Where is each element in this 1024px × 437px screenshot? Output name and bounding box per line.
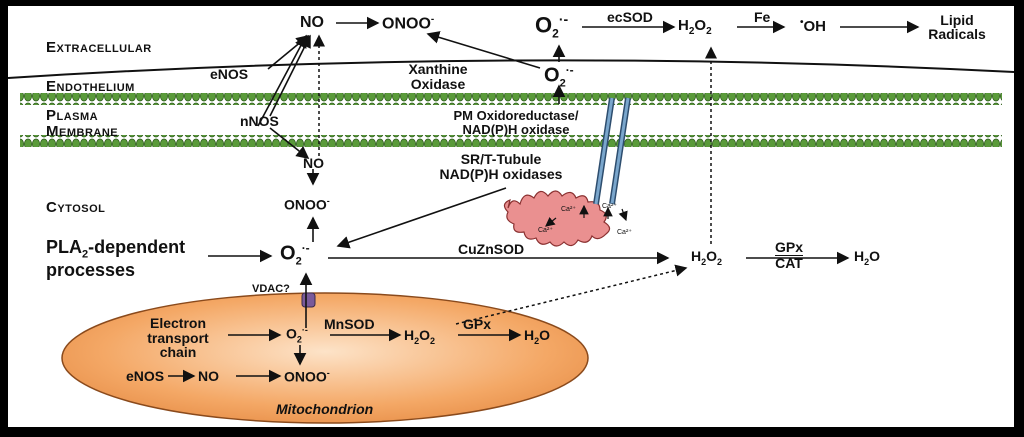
h2o2-extracellular: H2O2 <box>678 17 712 37</box>
vdac-label: VDAC? <box>252 283 290 295</box>
membrane-upper-layer <box>20 93 1002 105</box>
no-mito: NO <box>198 368 219 384</box>
ca-label-1: Ca²⁺ <box>561 206 576 213</box>
cuznsod-label: CuZnSOD <box>458 241 525 257</box>
superoxide-endothelial: O2·- <box>544 63 574 90</box>
peroxynitrite-cytosol: ONOO- <box>284 196 330 213</box>
diagram-panel: Extracellular Endothelium Plasma Membran… <box>8 6 1014 427</box>
gpx-mito-label: GPx <box>463 316 492 332</box>
superoxide-cytosol: O2·- <box>280 241 310 268</box>
h2o-cytosol: H2O <box>854 248 881 267</box>
peroxynitrite-mito: ONOO- <box>284 368 330 385</box>
h2o-mito: H2O <box>524 327 551 346</box>
peroxynitrite-extracellular: ONOO- <box>382 14 435 33</box>
ecsod-label: ecSOD <box>607 9 653 25</box>
diagram-graphics <box>8 16 1014 424</box>
pm-oxidoreductase: PM Oxidoreductase/NAD(P)H oxidase <box>453 108 579 138</box>
nnos-label: nNOS <box>240 113 279 129</box>
extracellular-label: Extracellular <box>46 39 152 56</box>
ca-label-4: Ca²⁺ <box>617 229 632 236</box>
cytosol-label: Cytosol <box>46 199 106 216</box>
mitochondrion-shape <box>61 292 589 424</box>
mitochondrion-label: Mitochondrion <box>276 401 374 417</box>
endothelium-boundary <box>8 59 1014 79</box>
superoxide-mito: O2·- <box>286 325 308 345</box>
no-cytosol: NO <box>303 155 324 171</box>
plasma-label: Plasma <box>46 107 99 124</box>
ca-label-3: Ca²⁺ <box>538 227 553 234</box>
superoxide-extracellular: O2·- <box>535 11 569 41</box>
ca-label-2: Ca²⁺ <box>602 203 617 210</box>
h2o2-cytosol: H2O2 <box>691 248 723 267</box>
membrane-label: Membrane <box>46 123 119 140</box>
membrane-lower-layer <box>20 135 1002 147</box>
no-extracellular: NO <box>300 14 324 31</box>
mnsod-label: MnSOD <box>324 316 375 332</box>
vdac-channel <box>301 292 316 308</box>
enos-endothelial: eNOS <box>210 66 249 82</box>
fe-label: Fe <box>754 9 771 25</box>
h2o2-mito: H2O2 <box>404 327 436 346</box>
hydroxyl-radical: •OH <box>800 17 827 35</box>
sr-shape <box>503 190 611 247</box>
enos-mito: eNOS <box>126 368 165 384</box>
endothelium-label: Endothelium <box>46 78 135 95</box>
